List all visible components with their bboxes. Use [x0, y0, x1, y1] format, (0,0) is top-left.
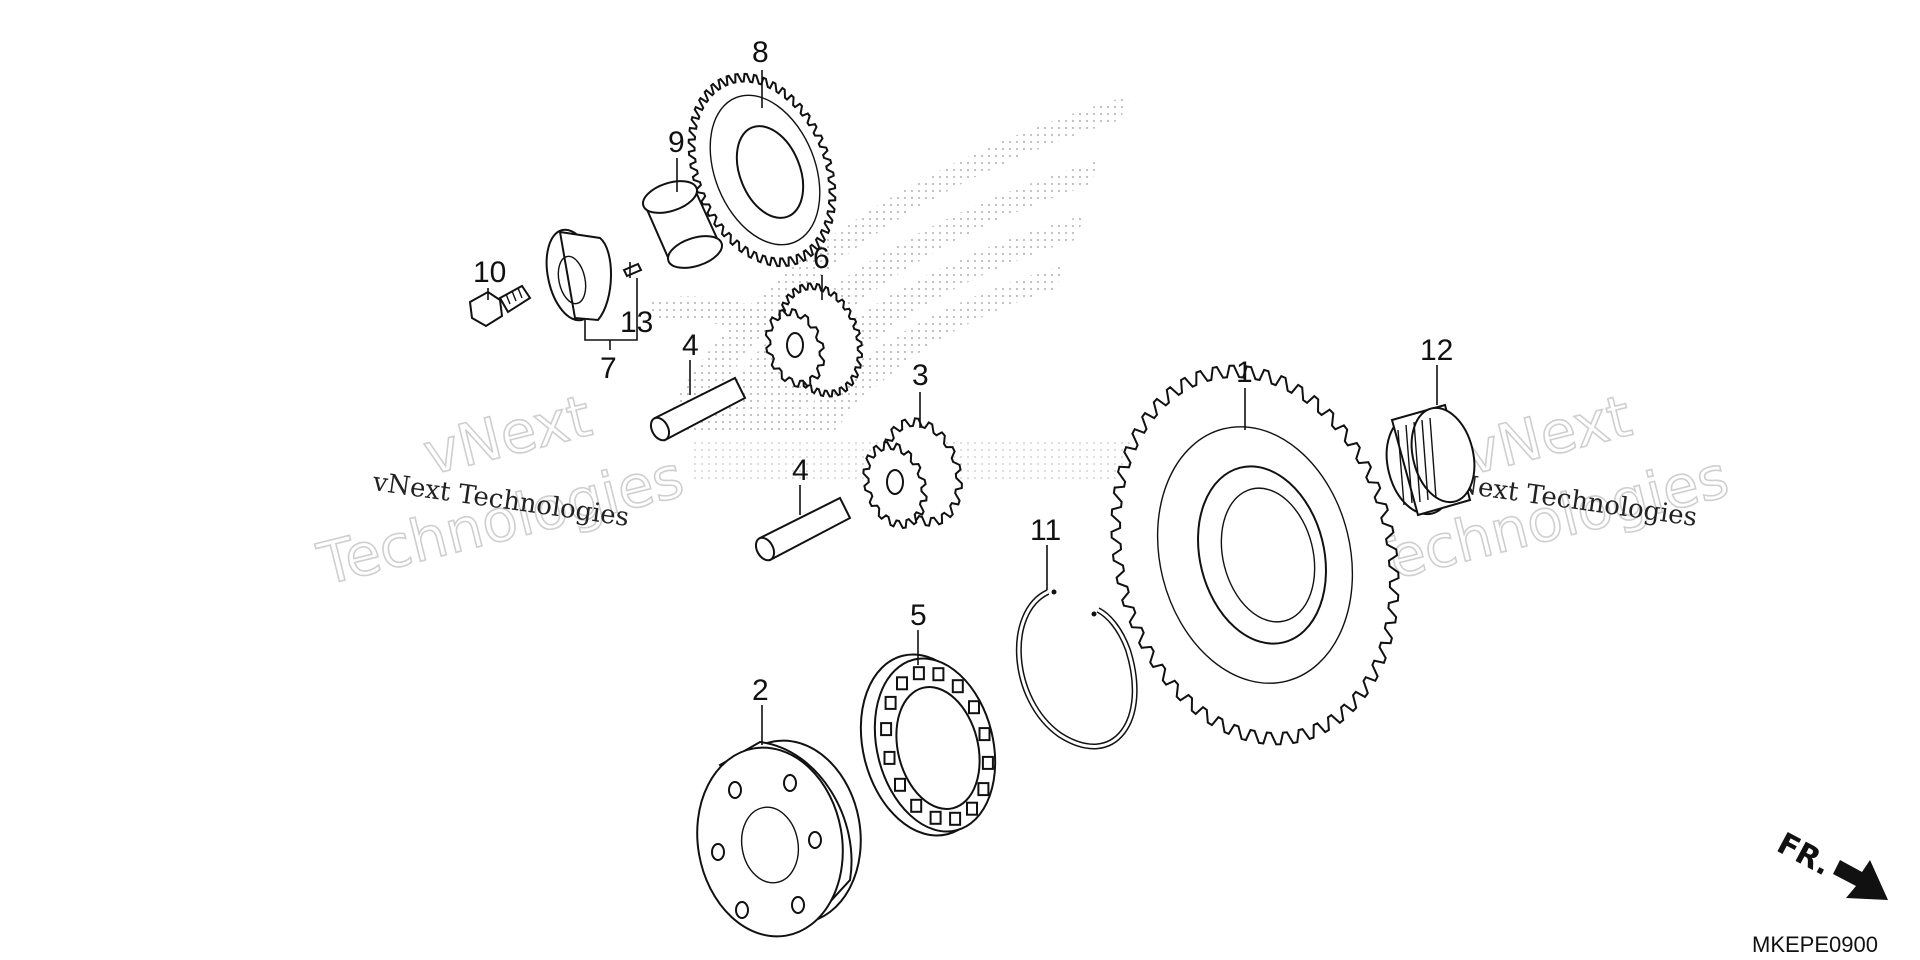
part-3-gear	[862, 417, 963, 529]
diagram-code: MKEPE0900	[1752, 932, 1878, 957]
callout-4-lower: 4	[792, 454, 809, 487]
watermark: vNext Technologies vNext Technologies vN…	[310, 381, 1736, 600]
part-11-snap-ring	[1015, 589, 1138, 750]
sprag-element	[880, 722, 893, 737]
callout-7: 7	[600, 352, 617, 385]
sprag-element	[966, 801, 978, 816]
callout-3: 3	[912, 359, 929, 392]
sprag-element	[977, 782, 990, 797]
part-6-gear	[764, 282, 864, 398]
part-12-needle-bearing	[1385, 403, 1476, 517]
part-1-driven-gear	[1110, 364, 1400, 746]
sprag-element	[883, 750, 896, 765]
sprag-element	[910, 798, 923, 813]
sprag-element	[896, 676, 908, 691]
callout-13: 13	[620, 306, 653, 339]
sprag-element	[929, 810, 942, 825]
part-10-bolt	[468, 284, 532, 328]
part-9-bushing	[642, 180, 723, 269]
part-4-shaft-upper	[649, 376, 747, 442]
callout-12: 12	[1420, 334, 1453, 367]
sprag-element	[884, 695, 897, 710]
sprag-element	[949, 811, 962, 826]
callout-2: 2	[752, 674, 769, 707]
sprag-element	[932, 667, 945, 682]
front-direction-indicator: FR.	[1771, 826, 1888, 900]
leader-lines	[487, 70, 1438, 745]
callout-8: 8	[752, 36, 769, 69]
sprag-element	[978, 727, 991, 742]
front-arrow-icon	[1833, 860, 1888, 900]
sprag-element	[912, 666, 925, 681]
sprag-element	[981, 755, 994, 770]
sprag-element	[894, 777, 906, 792]
callout-5: 5	[910, 599, 927, 632]
sprag-element	[968, 700, 980, 715]
part-13-pin	[622, 262, 643, 278]
callout-10: 10	[473, 256, 506, 289]
part-2-clutch-outer	[696, 739, 862, 938]
callout-6: 6	[813, 242, 830, 275]
callout-1: 1	[1236, 356, 1253, 389]
callouts: 8 9 10 13 7 6 4 4 3 1 12 11 5 2	[473, 36, 1453, 707]
sprag-element	[951, 679, 964, 694]
callout-11: 11	[1030, 514, 1061, 547]
part-7-collar	[545, 228, 612, 322]
callout-9: 9	[668, 126, 685, 159]
part-4-shaft-lower	[754, 496, 852, 562]
callout-4-upper: 4	[682, 329, 699, 362]
part-5-one-way-clutch	[859, 653, 997, 837]
front-label: FR.	[1771, 826, 1836, 883]
part-8-gear	[687, 72, 837, 268]
